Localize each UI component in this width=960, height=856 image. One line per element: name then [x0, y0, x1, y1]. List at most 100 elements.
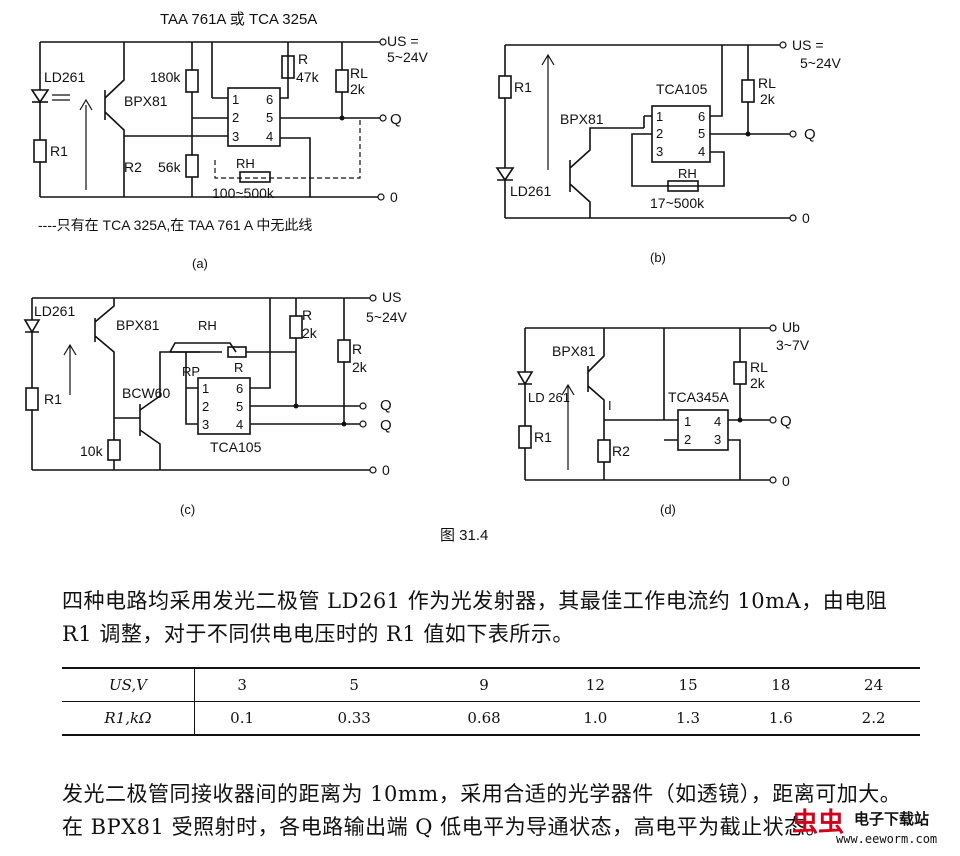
watermark-name: 电子下载站 — [854, 810, 930, 828]
c-led: LD261 — [34, 303, 75, 319]
c-rr2: R — [352, 341, 362, 357]
table-row: US,V 3 5 9 12 15 18 24 — [62, 667, 920, 702]
r1-cell: 0.1 — [194, 701, 290, 736]
c-r10k: 10k — [80, 443, 104, 459]
us-cell: 15 — [641, 667, 735, 702]
a-r2v: 56k — [158, 159, 182, 175]
d-us: Ub — [782, 319, 800, 335]
c-trans: BCW60 — [122, 385, 170, 401]
c-rr1: R — [302, 307, 312, 323]
b-rhv: 17~500k — [650, 195, 705, 211]
c-q1: Q — [380, 397, 392, 414]
d-usv: 3~7V — [776, 337, 810, 353]
r1-cell: 0.33 — [289, 701, 420, 736]
d-pin3: 3 — [714, 432, 721, 447]
a-rlv: 2k — [350, 81, 366, 97]
c-pin3: 3 — [202, 417, 209, 432]
c-usv: 5~24V — [366, 309, 408, 325]
c-rp: RP — [182, 364, 200, 379]
r1-cell: 0.68 — [419, 701, 549, 736]
d-led: LD 261 — [528, 390, 570, 405]
circuit-figure: TAA 761A 或 TCA 325A US = 5~24V 0 LD261 R… — [23, 11, 842, 544]
b-pin5: 5 — [698, 126, 705, 141]
paragraph-1: 四种电路均采用发光二极管 LD261 作为光发射器，其最佳工作电流约 10mA，… — [62, 589, 888, 646]
c-pin6: 6 — [236, 381, 243, 396]
b-zero: 0 — [802, 210, 810, 226]
r1-cell: 1.6 — [734, 701, 828, 736]
a-pin5: 5 — [266, 110, 273, 125]
watermark-logo: 虫虫 — [792, 808, 845, 838]
a-led: LD261 — [44, 69, 85, 85]
d-rlv: 2k — [750, 375, 766, 391]
b-rh: RH — [678, 166, 697, 181]
us-cell: 5 — [289, 667, 420, 702]
b-r1: R1 — [514, 79, 532, 95]
d-pin2: 2 — [684, 432, 691, 447]
c-zero: 0 — [382, 462, 390, 478]
b-pin6: 6 — [698, 109, 705, 124]
b-led: LD261 — [510, 183, 551, 199]
figure-caption: 图 31.4 — [440, 527, 488, 544]
a-us: US = — [387, 33, 419, 49]
r1-table: US,V 3 5 9 12 15 18 24 R1,kΩ 0.1 0.33 0.… — [62, 667, 920, 736]
b-pin1: 1 — [656, 109, 663, 124]
a-rl: RL — [350, 65, 368, 81]
c-q2: Q — [380, 417, 392, 434]
a-r1: R1 — [50, 143, 68, 159]
a-r2: R2 — [124, 159, 142, 175]
a-pin1: 1 — [232, 92, 239, 107]
a-q: Q — [390, 111, 402, 128]
a-note: ----只有在 TCA 325A,在 TAA 761 A 中无此线 — [38, 217, 312, 233]
figure-a-title: TAA 761A 或 TCA 325A — [160, 11, 317, 28]
b-us: US = — [792, 37, 824, 53]
a-rv: 47k — [296, 69, 320, 85]
a-r: R — [298, 51, 308, 67]
d-r2: R2 — [612, 443, 630, 459]
b-rl: RL — [758, 75, 776, 91]
b-sensor: BPX81 — [560, 111, 604, 127]
a-usv: 5~24V — [387, 49, 429, 65]
r1-cell: 1.3 — [641, 701, 735, 736]
circuit-c: US 5~24V LD261 R1 BPX81 10k BCW60 0 1 2 … — [23, 289, 408, 517]
table-row: R1,kΩ 0.1 0.33 0.68 1.0 1.3 1.6 2.2 — [62, 701, 920, 736]
watermark-url: www.eeworm.com — [836, 832, 938, 846]
d-q: Q — [780, 413, 792, 430]
us-cell: 12 — [548, 667, 642, 702]
b-usv: 5~24V — [800, 55, 842, 71]
a-sensor: BPX81 — [124, 93, 168, 109]
b-rlv: 2k — [760, 91, 776, 107]
b-pin4: 4 — [698, 144, 705, 159]
b-q: Q — [804, 126, 816, 143]
b-pin3: 3 — [656, 144, 663, 159]
watermark: 虫虫 电子下载站 www.eeworm.com — [792, 802, 952, 852]
a-rh: RH — [236, 156, 255, 171]
d-rl: RL — [750, 359, 768, 375]
d-ic: TCA345A — [668, 389, 729, 405]
row-header-us: US,V — [62, 667, 195, 702]
c-sensor: BPX81 — [116, 317, 160, 333]
d-i: I — [608, 398, 612, 413]
c-pin4: 4 — [236, 417, 243, 432]
c-pin5: 5 — [236, 399, 243, 414]
d-pin4: 4 — [714, 414, 721, 429]
paragraph-2: 发光二极管同接收器间的距离为 10mm，采用合适的光学器件（如透镜），距离可加大… — [62, 782, 902, 839]
us-cell: 24 — [827, 667, 920, 702]
a-rhv: 100~500k — [212, 185, 275, 201]
c-rr1v: 2k — [302, 325, 318, 341]
us-cell: 18 — [734, 667, 828, 702]
a-pin2: 2 — [232, 110, 239, 125]
a-pin6: 6 — [266, 92, 273, 107]
circuit-d: Ub 3~7V LD 261 R1 BPX81 I R2 0 TCA345A 1… — [516, 319, 810, 517]
c-ic: TCA105 — [210, 439, 262, 455]
r1-cell: 1.0 — [548, 701, 642, 736]
d-zero: 0 — [782, 473, 790, 489]
d-label: (d) — [660, 502, 676, 517]
b-label: (b) — [650, 250, 666, 265]
r1-cell: 2.2 — [827, 701, 920, 736]
circuit-a: TAA 761A 或 TCA 325A US = 5~24V 0 LD261 R… — [30, 11, 429, 271]
us-cell: 9 — [419, 667, 549, 702]
c-label: (c) — [180, 502, 195, 517]
c-rr2v: 2k — [352, 359, 368, 375]
us-cell: 3 — [194, 667, 290, 702]
a-zero: 0 — [390, 189, 398, 205]
